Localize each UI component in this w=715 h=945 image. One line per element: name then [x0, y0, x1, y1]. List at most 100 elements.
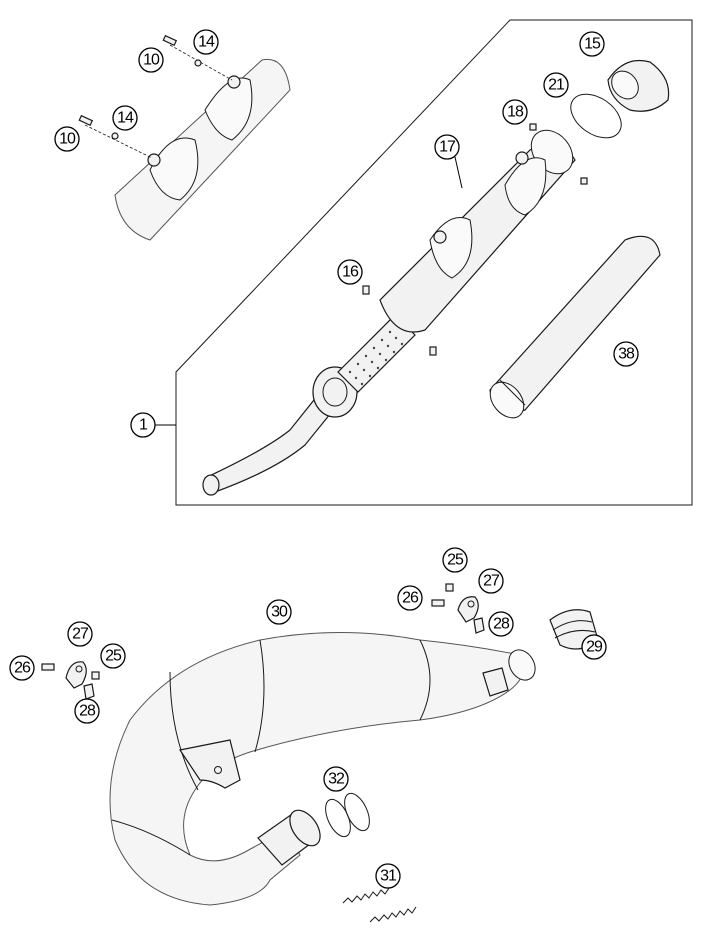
svg-text:21: 21 [548, 77, 565, 94]
callout-15: 15 [579, 31, 605, 57]
mount-hardware-right [431, 583, 485, 634]
callout-29: 29 [581, 634, 607, 660]
spring-31-b [369, 906, 417, 923]
silencer-inlet-flange-inner [322, 377, 348, 407]
screw-18-lower [580, 177, 588, 185]
svg-text:10: 10 [143, 52, 160, 69]
end-cap-15-outlet [611, 70, 639, 100]
callout-25-right: 25 [442, 547, 468, 573]
callout-26-right: 26 [397, 585, 423, 611]
silencer-packing-end-front [489, 381, 525, 419]
callout-27-right: 27 [478, 568, 504, 594]
callout-28-right: 28 [488, 611, 514, 637]
svg-text:1: 1 [139, 417, 148, 434]
inset-clamp-eye-lower [147, 153, 161, 167]
o-ring-21 [570, 93, 622, 139]
svg-text:26: 26 [14, 660, 31, 677]
callout-25-left: 25 [100, 643, 126, 669]
silencer-inlet-pipe [204, 394, 336, 493]
seal-ring-32-a [325, 798, 351, 838]
callout-21: 21 [543, 72, 569, 98]
inset-silencer-body [114, 58, 291, 241]
inset-silencer-clamp-view [78, 34, 291, 241]
svg-text:28: 28 [79, 703, 96, 720]
inlet-pipe-end [202, 474, 220, 496]
svg-text:25: 25 [447, 552, 464, 569]
inset-bolt-upper [162, 34, 178, 47]
leader-lines [155, 156, 463, 426]
bolt-26-right [431, 599, 445, 607]
svg-text:30: 30 [271, 604, 288, 621]
inset-clamp-eye-upper [227, 75, 241, 89]
seal-ring-32-b [344, 792, 370, 832]
callout-1: 1 [130, 412, 156, 438]
bracket-27-right [457, 596, 479, 623]
svg-text:29: 29 [586, 639, 603, 656]
callout-31: 31 [375, 863, 401, 889]
svg-text:27: 27 [483, 573, 500, 590]
callout-30: 30 [266, 599, 292, 625]
svg-text:31: 31 [380, 868, 397, 885]
mount-hardware-left [41, 661, 100, 700]
screw-16 [362, 285, 370, 295]
assembly-frame [175, 19, 693, 506]
header-inlet-ring [289, 809, 321, 847]
header-pipe-weld-seams [111, 639, 431, 856]
header-mount-hole [214, 766, 222, 774]
svg-text:26: 26 [402, 590, 419, 607]
perforated-core [337, 314, 416, 393]
bracket-27-left [65, 661, 87, 689]
perforated-core-holes [348, 330, 404, 386]
svg-text:10: 10 [59, 131, 76, 148]
callout-10-lower: 10 [54, 126, 80, 152]
callout-18: 18 [502, 99, 528, 125]
bracket-27-left-hole [75, 665, 83, 673]
inset-bolt-line-lower [84, 124, 153, 159]
inset-clamp-lower [149, 137, 199, 201]
callout-16: 16 [337, 259, 363, 285]
callout-17: 17 [434, 134, 460, 160]
silencer-packing-38 [489, 235, 661, 414]
svg-text:14: 14 [198, 34, 215, 51]
svg-text:17: 17 [439, 139, 456, 156]
callout-26-left: 26 [9, 655, 35, 681]
svg-text:14: 14 [117, 110, 134, 127]
svg-text:18: 18 [507, 104, 524, 121]
callout-10-upper: 10 [138, 47, 164, 73]
header-rear-tab [482, 667, 509, 697]
screw-16-lower [429, 346, 437, 356]
svg-text:32: 32 [328, 771, 345, 788]
callout-14-lower: 14 [112, 105, 138, 131]
inset-washer-upper [194, 59, 202, 67]
silencer-assembly [202, 59, 670, 496]
callout-38: 38 [613, 341, 639, 367]
spring-31-a [342, 887, 390, 904]
inset-washer-lower [111, 132, 119, 140]
silencer-clamp-front-eye [433, 230, 447, 244]
silencer-packing-band [499, 379, 526, 406]
svg-text:38: 38 [618, 346, 635, 363]
svg-text:16: 16 [342, 264, 359, 281]
bolt-26-left [41, 663, 55, 671]
callout-27-left: 27 [67, 621, 93, 647]
silencer-clamp-rear-eye [515, 151, 529, 165]
bracket-27-right-hole [467, 600, 475, 608]
screw-18-upper [529, 123, 537, 131]
header-pipe-30 [109, 632, 524, 906]
svg-text:27: 27 [72, 626, 89, 643]
clip-nut-28-right [473, 617, 485, 634]
svg-text:28: 28 [493, 616, 510, 633]
svg-text:15: 15 [584, 36, 601, 53]
header-mount-bracket [179, 739, 241, 789]
callout-14-upper: 14 [193, 29, 219, 55]
header-pipe-outlet [508, 649, 536, 681]
callout-28-left: 28 [74, 698, 100, 724]
washer-25-left [91, 671, 100, 680]
washer-25-right [445, 583, 454, 592]
header-pipe-assembly [109, 632, 536, 906]
callout-32: 32 [323, 766, 349, 792]
inset-bolt-lower [78, 114, 94, 127]
svg-text:25: 25 [105, 648, 122, 665]
clip-nut-28-left [83, 683, 95, 700]
